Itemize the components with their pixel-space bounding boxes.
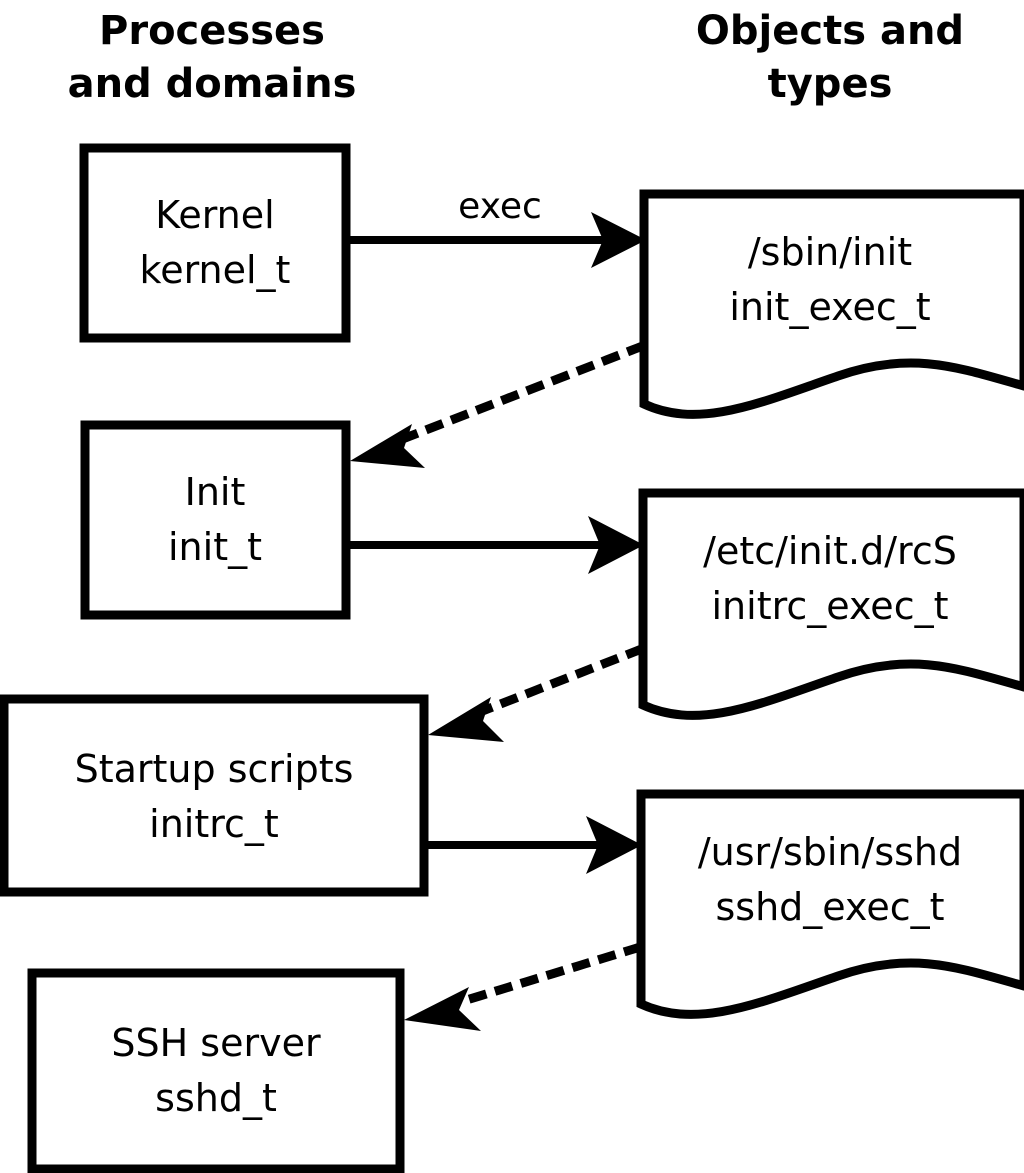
edge-init-exec-transition-init xyxy=(350,341,646,468)
node-sshd-exec-path: /usr/sbin/sshd xyxy=(698,830,962,874)
node-sshd-exec-document-shape[interactable] xyxy=(636,789,1024,1019)
edge-label-exec: exec xyxy=(458,186,542,227)
node-init[interactable]: Init init_t xyxy=(80,420,351,620)
edge-init-exec-initrc-exec xyxy=(350,516,644,574)
edge-line xyxy=(474,644,645,718)
node-kernel-box[interactable] xyxy=(79,143,351,343)
column-header-processes-line1: Processes xyxy=(99,8,325,54)
arrowhead-icon xyxy=(428,697,504,742)
node-initrc-exec[interactable]: /etc/init.d/rcS initrc_exec_t xyxy=(638,488,1024,720)
node-init-exec[interactable]: /sbin/init init_exec_t xyxy=(639,189,1024,419)
node-init-exec-path: /sbin/init xyxy=(748,230,912,274)
column-header-objects-line2: types xyxy=(768,61,893,107)
node-kernel-name: Kernel xyxy=(155,193,274,237)
node-initrc-exec-type: initrc_exec_t xyxy=(712,584,949,628)
node-ssh-server-box[interactable] xyxy=(27,968,405,1173)
node-initrc-exec-path: /etc/init.d/rcS xyxy=(703,529,957,573)
column-header-objects-line1: Objects and xyxy=(696,8,964,54)
arrowhead-icon xyxy=(588,516,644,574)
node-startup-scripts-box[interactable] xyxy=(0,694,429,897)
arrowhead-icon xyxy=(404,987,481,1031)
node-startup-scripts[interactable]: Startup scripts initrc_t xyxy=(0,694,429,897)
edge-kernel-exec-init-exec: exec xyxy=(350,186,646,268)
edge-initrc-exec-sshd-exec xyxy=(428,816,642,874)
node-kernel-type: kernel_t xyxy=(140,248,291,292)
arrowhead-icon xyxy=(591,212,646,268)
node-init-name: Init xyxy=(185,470,246,514)
node-init-box[interactable] xyxy=(80,420,351,620)
node-ssh-server-type: sshd_t xyxy=(155,1076,277,1120)
node-initrc-exec-document-shape[interactable] xyxy=(638,488,1024,720)
node-init-exec-document-shape[interactable] xyxy=(639,189,1024,419)
node-init-exec-type: init_exec_t xyxy=(729,285,930,329)
node-ssh-server-name: SSH server xyxy=(111,1021,321,1065)
node-init-type: init_t xyxy=(168,525,262,569)
arrowhead-icon xyxy=(586,816,642,874)
edge-line xyxy=(454,942,643,1008)
column-header-objects: Objects and types xyxy=(696,8,964,107)
column-header-processes: Processes and domains xyxy=(68,8,357,107)
edge-line xyxy=(394,341,646,446)
node-startup-scripts-type: initrc_t xyxy=(149,802,279,846)
edge-sshd-exec-transition-sshd xyxy=(404,942,643,1031)
node-sshd-exec[interactable]: /usr/sbin/sshd sshd_exec_t xyxy=(636,789,1024,1019)
node-startup-scripts-name: Startup scripts xyxy=(75,747,354,791)
arrowhead-icon xyxy=(350,424,425,468)
node-kernel[interactable]: Kernel kernel_t xyxy=(79,143,351,343)
node-ssh-server[interactable]: SSH server sshd_t xyxy=(27,968,405,1173)
column-header-processes-line2: and domains xyxy=(68,61,357,107)
edge-initrc-exec-transition-initrc xyxy=(428,644,645,742)
node-sshd-exec-type: sshd_exec_t xyxy=(715,885,944,929)
